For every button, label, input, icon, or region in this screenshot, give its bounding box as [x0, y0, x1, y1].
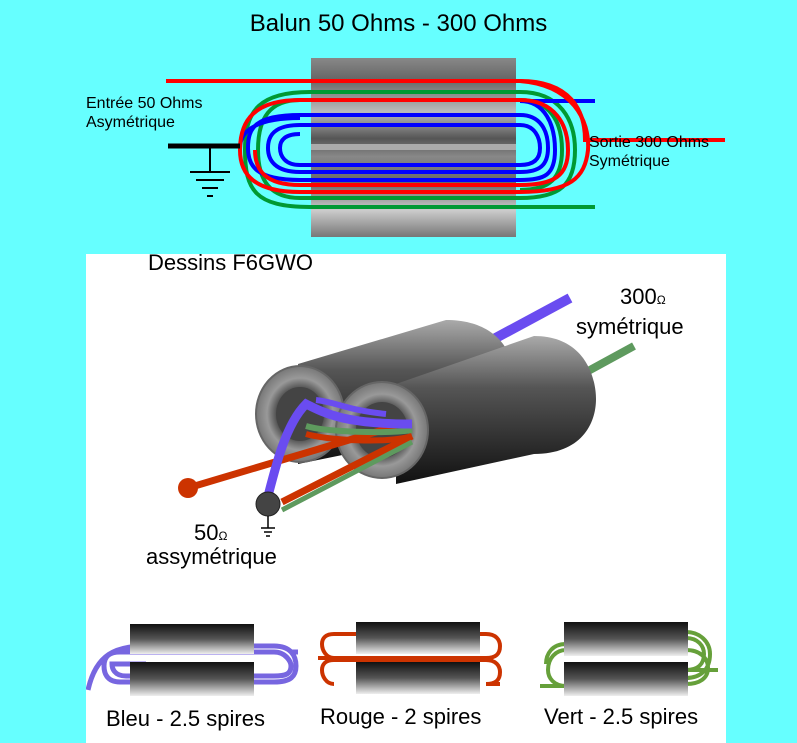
output-unit: Ω	[656, 293, 666, 307]
loop-green	[305, 423, 413, 436]
output-label-line2: Symétrique	[589, 153, 670, 170]
output-label-top: Sortie 300 Ohms Symétrique	[589, 133, 709, 171]
input-value: 50	[194, 520, 219, 545]
orange-wire-2	[280, 432, 414, 506]
input-label-line2: Asymétrique	[86, 114, 175, 131]
winding-sketch-green	[540, 622, 718, 696]
output-label-bottom: symétrique	[576, 314, 684, 339]
red-winding	[166, 79, 725, 194]
orange-wire-terminal	[178, 478, 198, 498]
output-label-line1: Sortie 300 Ohms	[589, 134, 710, 151]
winding-sketch-blue	[86, 624, 299, 696]
green-wire-in	[280, 439, 414, 513]
input-unit: Ω	[218, 529, 228, 543]
loop-purple-2	[315, 397, 387, 417]
ground-symbol-bottom	[261, 516, 275, 537]
loop-orange	[305, 431, 413, 444]
credit-label: Dessins F6GWO	[148, 250, 314, 275]
input-label-top: Entrée 50 Ohms Asymétrique	[86, 94, 203, 132]
input-label-bottom: assymétrique	[146, 544, 277, 569]
output-value-bottom: 300Ω	[620, 284, 666, 313]
winding-label-green: Vert - 2.5 spires	[544, 704, 699, 729]
input-value-bottom: 50Ω	[194, 520, 227, 549]
winding-label-blue: Bleu - 2.5 spires	[106, 706, 265, 731]
ground-symbol	[168, 143, 240, 197]
input-label-line1: Entrée 50 Ohms	[86, 95, 203, 112]
drawing-panel: Dessins F6GWO 300Ω symétrique 50Ω assymé…	[86, 250, 726, 743]
winding-sketch-red	[318, 622, 503, 694]
balun-3d-drawing	[86, 293, 718, 696]
winding-label-red: Rouge - 2 spires	[320, 704, 482, 729]
loop-purple	[261, 398, 413, 506]
ferrite-core-gap	[311, 144, 516, 150]
top-balun-schematic	[166, 58, 725, 237]
coax-connector	[255, 491, 281, 517]
ferrite-tube-front	[396, 336, 596, 484]
output-value: 300	[620, 284, 657, 309]
orange-wire-in	[187, 422, 397, 492]
page-title: Balun 50 Ohms - 300 Ohms	[249, 10, 548, 37]
